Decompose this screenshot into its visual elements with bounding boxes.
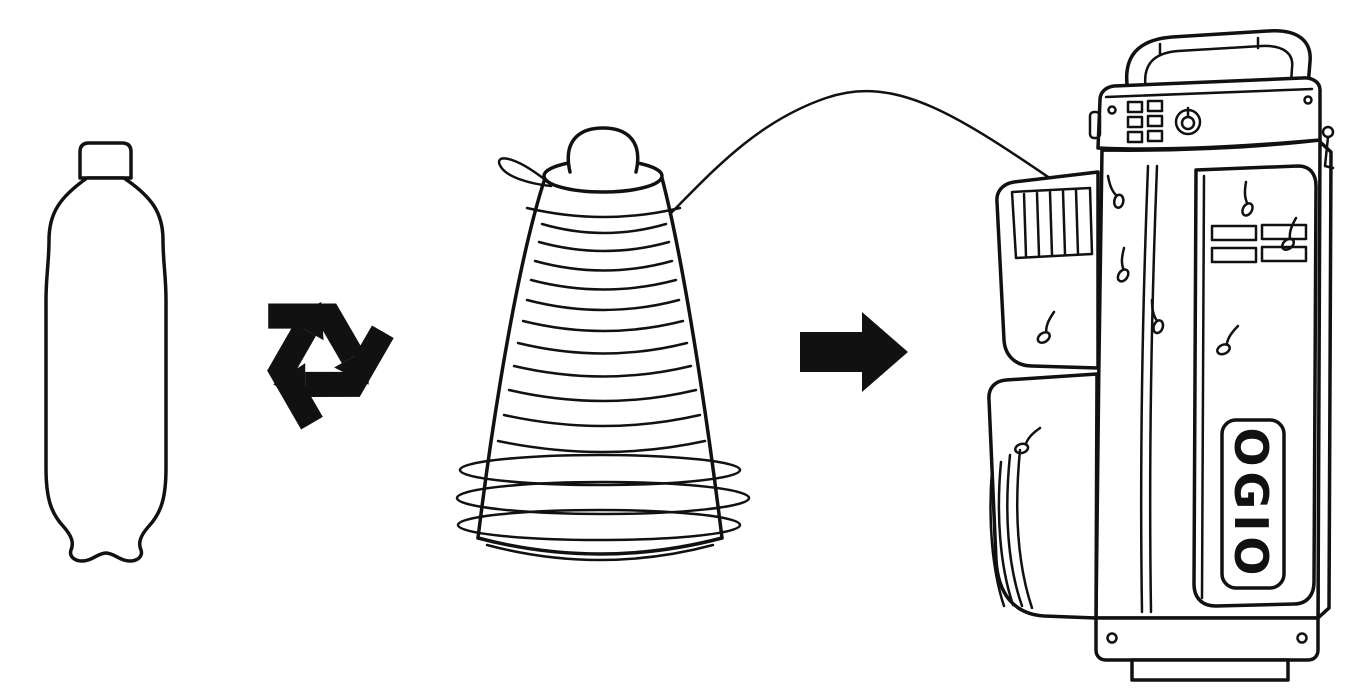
recycle-icon: [267, 301, 394, 430]
lower-left-pocket: [987, 372, 1099, 620]
ogio-logo-plate: OGIO: [1220, 418, 1286, 590]
bag-collar: [1088, 76, 1322, 151]
thread-cone-icon: [455, 126, 751, 562]
golf-bag-icon: OGIO: [987, 29, 1335, 682]
cone-right-side: [660, 176, 724, 540]
collar-badge-icon: [1174, 106, 1202, 136]
cone-bottom-inner: [485, 543, 715, 562]
thread-line: [668, 89, 1078, 216]
cone-left-side: [476, 176, 547, 540]
ogio-brand-text: OGIO: [1224, 427, 1278, 580]
arrow-right-icon: [800, 312, 908, 392]
zipper-pulls: [1014, 174, 1298, 455]
collar-vent-grid: [1126, 99, 1164, 144]
bag-body: [1094, 138, 1322, 620]
towel-ring: [1088, 110, 1102, 140]
cone-knob: [566, 126, 640, 174]
loose-thread-loops: [455, 453, 751, 542]
thread-loop-top: [498, 157, 553, 188]
bag-foot: [1130, 658, 1290, 682]
front-panel: [1192, 164, 1318, 608]
recycle-arrow-3: [267, 301, 324, 430]
stitch-slats: [1210, 223, 1308, 264]
pocket-pleats: [989, 448, 1034, 610]
bag-base: [1094, 616, 1320, 682]
center-zipper: [1140, 164, 1159, 614]
bottle-cap: [78, 141, 133, 180]
collar-screw-right: [1303, 95, 1313, 105]
thread-wraps: [496, 206, 707, 454]
pocket-vent-slats: [1022, 188, 1080, 258]
bottle-body: [44, 176, 168, 563]
collar-screw-left: [1107, 105, 1117, 115]
carabiner-clip: [1321, 125, 1335, 170]
upper-left-pocket: [995, 170, 1100, 370]
bottle-icon: [44, 141, 168, 563]
cone-bottom: [476, 536, 724, 556]
bag-handle: [1125, 29, 1312, 94]
